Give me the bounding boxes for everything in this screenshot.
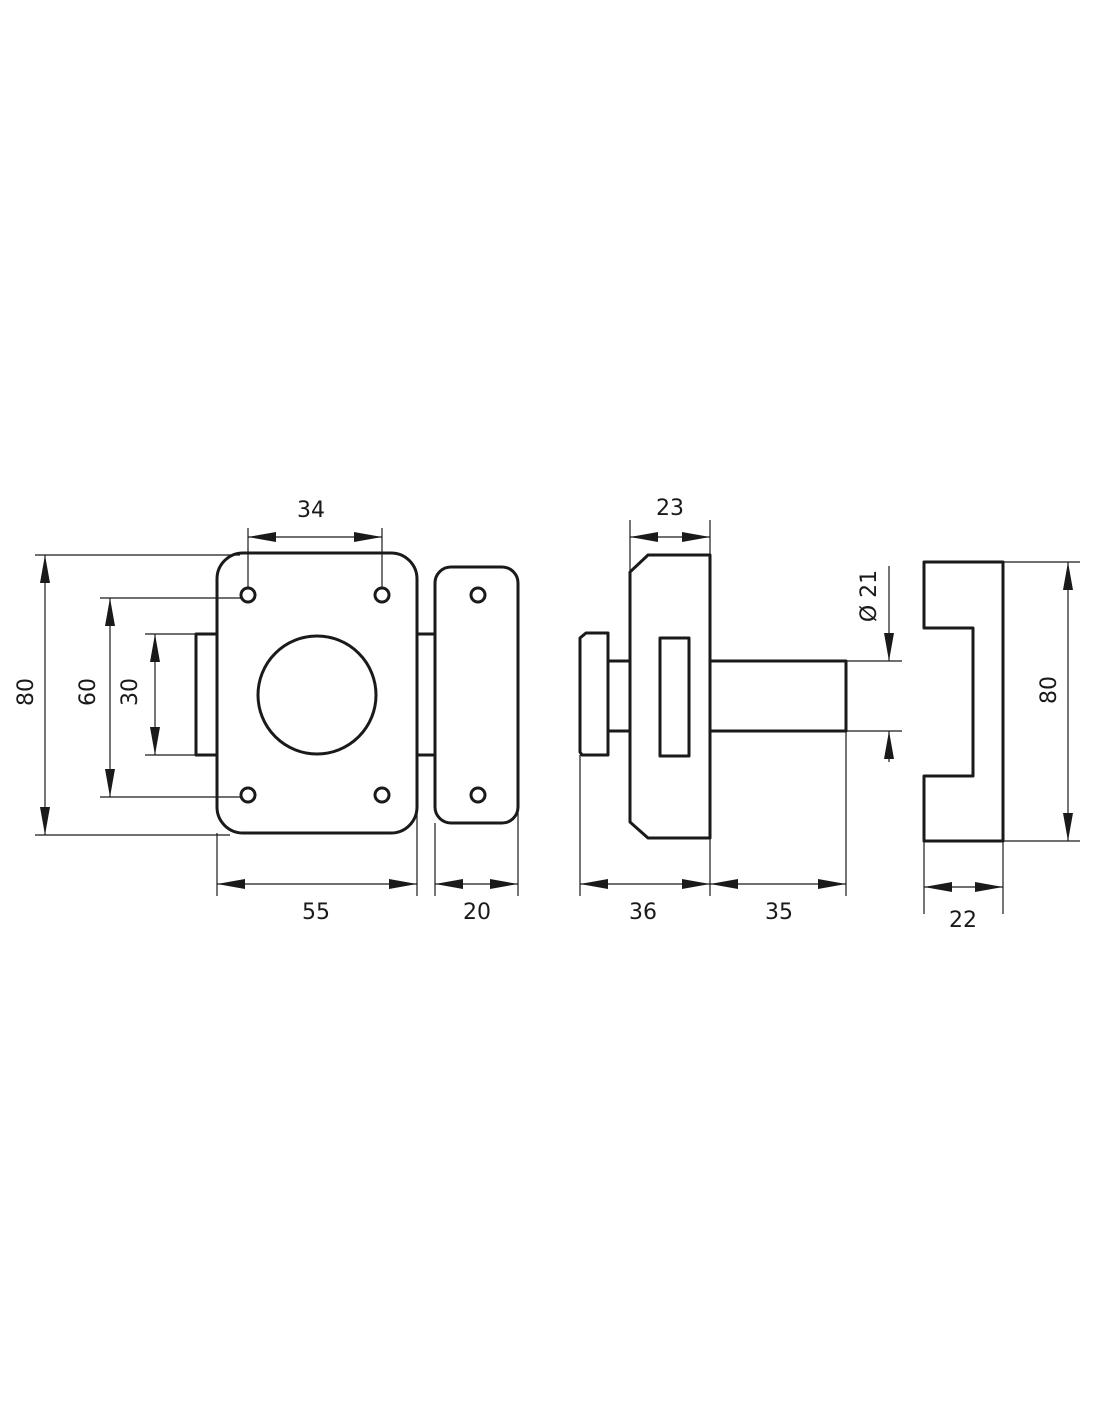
arrowhead <box>818 879 846 889</box>
cylinder-rosette <box>256 634 378 756</box>
dimension-lines <box>35 520 1080 914</box>
arrowhead <box>105 598 115 626</box>
arrowhead <box>580 879 608 889</box>
arrowhead <box>248 532 276 542</box>
dim-label-strike-height: 80 <box>1037 676 1062 704</box>
screw-hole <box>239 786 257 804</box>
lock-body-front <box>215 551 419 835</box>
arrowhead <box>630 532 658 542</box>
dim-label-body-width: 55 <box>302 900 330 925</box>
dim-label-bolt-height: 30 <box>118 678 143 706</box>
lock-body-side <box>628 553 712 840</box>
front-view <box>194 551 520 835</box>
arrowhead <box>975 882 1003 892</box>
screw-hole <box>469 786 487 804</box>
dim-label-hole-spacing-vertical: 60 <box>76 678 101 706</box>
arrowhead <box>710 879 738 889</box>
keeper-plate <box>433 565 520 825</box>
arrowhead <box>1063 813 1073 841</box>
arrowhead <box>435 879 463 889</box>
screw-hole <box>239 586 257 604</box>
dim-label-side-body-depth: 23 <box>656 496 684 521</box>
dim-label-hole-spacing-horizontal: 34 <box>297 498 325 523</box>
arrowhead <box>40 807 50 835</box>
arrowhead <box>105 769 115 797</box>
arrowhead <box>354 532 382 542</box>
arrowhead <box>682 532 710 542</box>
strike-plate <box>922 560 1005 843</box>
arrowhead <box>884 731 894 759</box>
dim-label-cylinder-length: 35 <box>765 900 793 925</box>
side-view <box>578 553 848 840</box>
bolt-slot <box>658 636 691 758</box>
bolt-left <box>194 632 217 757</box>
arrowhead <box>490 879 518 889</box>
dim-label-overall-depth: 36 <box>629 900 657 925</box>
arrowhead <box>884 633 894 661</box>
dim-label-cylinder-diameter: Ø 21 <box>857 570 882 622</box>
arrowhead <box>389 879 417 889</box>
arrowhead <box>682 879 710 889</box>
dim-label-strike-depth: 22 <box>949 908 977 933</box>
screw-hole <box>373 786 391 804</box>
dim-label-keeper-width: 20 <box>463 900 491 925</box>
bolt-link <box>417 632 435 757</box>
cylinder-shaft <box>710 659 848 733</box>
screw-hole <box>469 586 487 604</box>
arrowhead <box>40 555 50 583</box>
screw-hole <box>373 586 391 604</box>
arrowhead <box>150 727 160 755</box>
thumb-knob <box>578 631 610 757</box>
dim-label-front-height: 80 <box>14 678 39 706</box>
arrowhead <box>150 634 160 662</box>
arrowhead <box>1063 562 1073 590</box>
arrowhead <box>217 879 245 889</box>
arrowhead <box>924 882 952 892</box>
knob-neck <box>608 659 630 733</box>
